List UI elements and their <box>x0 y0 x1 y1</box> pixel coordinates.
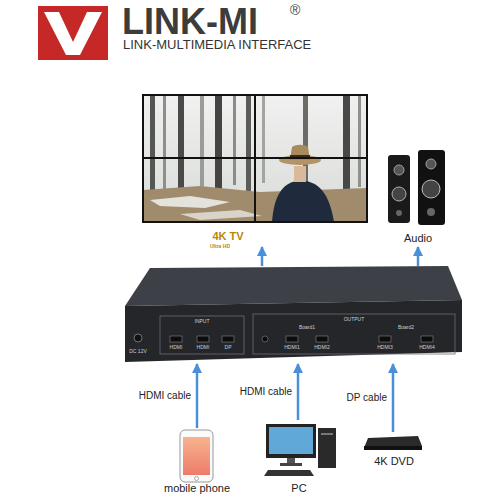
monitor <box>266 424 316 458</box>
port <box>379 336 391 342</box>
logo-v <box>44 12 102 55</box>
power-label: DC 12V <box>129 349 147 355</box>
phone-icon <box>180 430 213 482</box>
pc-tower <box>318 428 336 468</box>
controller-box <box>125 266 462 362</box>
port-label: HDMI <box>197 345 210 351</box>
dc-jack <box>134 334 142 342</box>
port-label: DP <box>225 345 232 351</box>
port <box>170 336 182 342</box>
driver <box>427 208 435 216</box>
tree <box>150 95 155 195</box>
bezel-h <box>143 157 367 159</box>
box-top <box>125 266 462 306</box>
output-panel <box>253 314 455 354</box>
snow <box>150 196 230 208</box>
monitor-screen <box>269 427 313 454</box>
port <box>222 336 234 342</box>
tree <box>246 95 251 191</box>
port-label: HDMI2 <box>314 345 330 351</box>
board-label: Board1 <box>299 325 315 331</box>
speaker-right <box>418 150 445 225</box>
tv-label: 4K TV <box>212 230 243 243</box>
port <box>316 336 328 342</box>
tree <box>233 95 236 185</box>
monitor-base <box>280 463 302 466</box>
phone-screen <box>183 437 210 475</box>
port-label: HDMI3 <box>377 345 393 351</box>
cable-label: HDMI cable <box>138 390 192 402</box>
pc-icon <box>264 424 336 476</box>
snow <box>180 210 262 220</box>
signal-arrow <box>196 364 199 428</box>
driver <box>394 165 404 175</box>
ultra-hd-mark: Ultra HD <box>210 244 230 250</box>
brand-name: LINK-MI <box>122 1 258 42</box>
tree <box>262 95 265 183</box>
speakers <box>388 150 445 225</box>
signal-arrow <box>261 247 264 266</box>
port <box>286 336 298 342</box>
device-node: INPUT OUTPUT DC 12V HDMI HDMI DP Board1HDMI1 HD… <box>125 266 462 364</box>
keyboard <box>264 470 314 476</box>
person-neck <box>294 166 306 182</box>
registered-mark: ® <box>290 2 300 18</box>
audio-label: Audio <box>404 232 432 245</box>
port-label: HDMI4 <box>419 345 435 351</box>
device-node: PC <box>258 420 340 496</box>
input-panel <box>160 316 244 354</box>
driver <box>426 159 436 169</box>
signal-arrow <box>392 364 395 432</box>
phone-button <box>195 477 199 481</box>
dvd-front <box>364 446 422 450</box>
tree <box>163 95 166 190</box>
port <box>197 336 209 342</box>
person-coat <box>272 181 334 222</box>
device-node: Audio <box>385 148 450 247</box>
driver <box>392 187 406 201</box>
brand-tagline: LINK-MULTIMEDIA INTERFACE <box>123 38 311 53</box>
device-label: 4K DVD <box>374 455 414 468</box>
panel-title: OUTPUT <box>344 317 365 323</box>
box-front <box>125 300 462 362</box>
tree <box>343 95 350 195</box>
board-label: Board2 <box>398 325 414 331</box>
device-node: 4K TV <box>143 95 367 247</box>
monitor-stand <box>287 458 295 463</box>
drive-bay <box>321 433 333 435</box>
wall-frame <box>143 95 367 222</box>
driver <box>396 210 402 216</box>
cable-label: HDMI cable <box>239 386 293 398</box>
port-label: HDMI1 <box>284 345 300 351</box>
audio-jack <box>262 336 268 342</box>
logo-square <box>38 6 108 60</box>
device-label: mobile phone <box>164 482 230 495</box>
panel-title: INPUT <box>195 319 210 325</box>
port <box>421 336 433 342</box>
device-label: PC <box>291 482 306 495</box>
device-node: mobile phone <box>158 428 238 496</box>
video-wall <box>143 95 367 222</box>
driver <box>422 180 440 198</box>
tree <box>215 95 222 195</box>
logo-mark <box>38 6 108 60</box>
signal-arrow <box>417 247 420 266</box>
tree <box>200 95 204 187</box>
tree <box>358 95 361 187</box>
cable-label: DP cable <box>346 392 388 404</box>
signal-arrow <box>297 364 300 420</box>
dvd-icon <box>364 436 422 450</box>
device-node: 4K DVD <box>356 432 432 470</box>
speaker-left <box>388 155 410 223</box>
phone-body <box>180 430 213 482</box>
tree <box>178 95 184 195</box>
scene-sky <box>143 95 367 222</box>
port-label: HDMI <box>170 345 183 351</box>
